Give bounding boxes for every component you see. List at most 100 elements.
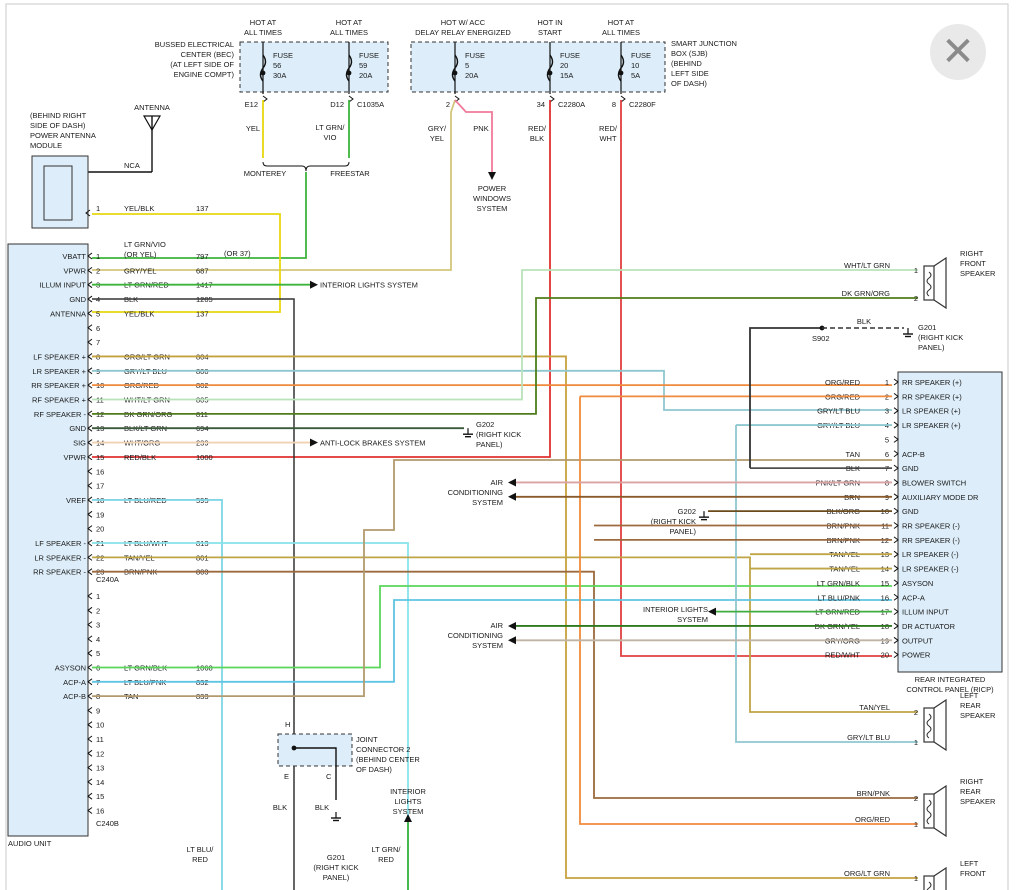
audio-a-pin-mark-20 — [87, 525, 93, 533]
audio-a-name-11: RF SPEAKER + — [32, 396, 87, 405]
audio-a-pin-mark-6 — [87, 324, 93, 332]
audio-a-pin-mark-13 — [87, 424, 93, 432]
ricp-pin-mark-3 — [893, 407, 899, 415]
audio-a-name-2: VPWR — [64, 266, 87, 275]
audio-a-pin-mark-5 — [87, 310, 93, 317]
fuse-connector-4: C2280F — [629, 100, 656, 109]
audio-a-wire-15: RED/BLK — [124, 453, 156, 462]
fuse-element-1 — [345, 54, 353, 82]
audio-a-pin-mark-10 — [87, 381, 93, 389]
audio-b-pin-mark-12 — [87, 749, 93, 757]
wire-lr-speaker-plus — [92, 369, 892, 411]
label-freestar: FREESTAR — [330, 169, 370, 178]
wire-vbatt — [92, 172, 307, 259]
audio-b-pin-mark-7 — [87, 678, 93, 686]
fuse-pin-mark-1 — [348, 95, 354, 103]
fuse-dot-4 — [618, 70, 624, 76]
wire-rf-speaker-plus — [92, 269, 918, 401]
wire-vpwr-acc — [92, 99, 456, 271]
ricp-wire-16: LT BLU/PNK — [818, 593, 860, 602]
ricp-name-18: DR ACTUATOR — [902, 622, 956, 631]
audio-b-pin-mark-15 — [87, 792, 93, 800]
audio-a-name-3: ILLUM INPUT — [39, 281, 86, 290]
wire-antenna-yel-blk — [92, 213, 281, 313]
wire-pnk-windows — [454, 99, 493, 172]
ricp-pin-mark-4 — [893, 421, 899, 429]
audio-b-pin-mark-9 — [87, 707, 93, 714]
ricp-pin-15: 15 — [881, 579, 889, 588]
audio-a-pin-6: 6 — [96, 324, 100, 333]
ricp-name-2: RR SPEAKER (+) — [902, 392, 962, 401]
speaker-rr-coil — [926, 799, 932, 825]
label-blk-s902: BLK — [857, 317, 871, 326]
speaker-lf-coil — [926, 881, 932, 890]
speaker-rr-magnet — [923, 793, 935, 829]
ricp-pin-16: 16 — [881, 593, 889, 602]
ricp-name-11: RR SPEAKER (-) — [902, 522, 960, 531]
audio-a-name-5: ANTENNA — [50, 309, 86, 318]
audio-b-pin-mark-11 — [87, 735, 93, 743]
audio-unit-box — [7, 243, 89, 837]
speaker-lr-wire-0: TAN/YEL — [859, 703, 890, 712]
audio-a-pin-20: 20 — [96, 525, 104, 534]
audio-b-pin-mark-4 — [87, 635, 93, 643]
audio-b-pin-mark-8 — [87, 692, 93, 700]
ricp-name-4: LR SPEAKER (+) — [902, 421, 961, 430]
label-blk-e: BLK — [273, 803, 287, 812]
label-nca: NCA — [124, 161, 140, 170]
ricp-pin-3: 3 — [885, 407, 889, 416]
audio-a-pin-2: 2 — [96, 266, 100, 275]
audio-b-pin-mark-13 — [87, 764, 93, 771]
audio-a-name-12: RF SPEAKER - — [34, 410, 87, 419]
close-icon[interactable]: ✕ — [941, 29, 975, 75]
close-button[interactable]: ✕ — [930, 24, 986, 80]
audio-b-pin-1: 1 — [96, 592, 100, 601]
arrow-interior-lights — [310, 280, 318, 289]
arrow-interior-lights-2 — [708, 607, 716, 616]
audio-a-name-18: VREF — [66, 496, 86, 505]
speaker-rf-pin-0: 1 — [914, 266, 918, 275]
audio-a-pin-17: 17 — [96, 482, 104, 491]
audio-a-name-1: VBATT — [62, 252, 86, 261]
audio-a-pin-16: 16 — [96, 467, 104, 476]
ricp-name-14: LR SPEAKER (-) — [902, 565, 959, 574]
arrow-power-windows — [488, 172, 496, 180]
ricp-pin-mark-7 — [893, 464, 899, 472]
wire-rf-speaker-minus — [92, 297, 918, 415]
label-c240b: C240B — [96, 819, 119, 828]
ricp-name-8: BLOWER SWITCH — [902, 478, 966, 487]
ricp-pin-mark-1 — [893, 378, 899, 386]
audio-a-name-21: LF SPEAKER - — [35, 539, 86, 548]
ricp-pin-mark-12 — [893, 536, 899, 544]
ricp-wire-1: ORG/RED — [825, 378, 861, 387]
audio-b-pin-13: 13 — [96, 764, 104, 773]
audio-b-pin-12: 12 — [96, 749, 104, 758]
label-antilock: ANTI-LOCK BRAKES SYSTEM — [320, 439, 425, 448]
audio-a-name-8: LF SPEAKER + — [33, 352, 86, 361]
audio-a-pin-mark-19 — [87, 510, 93, 518]
ricp-pin-mark-13 — [893, 550, 899, 558]
speaker-rf-coil — [926, 271, 932, 297]
audio-a-pin-mark-2 — [87, 266, 93, 274]
audio-b-pin-15: 15 — [96, 792, 104, 801]
ricp-pin-mark-6 — [893, 450, 899, 458]
fuse-connector-3: C2280A — [558, 100, 585, 109]
audio-b-pin-3: 3 — [96, 621, 100, 630]
audio-a-circuit-1: 797 — [196, 252, 209, 261]
speaker-lr-magnet — [923, 707, 935, 743]
label-blk-c: BLK — [315, 803, 329, 812]
audio-a-wire-2: GRY/YEL — [124, 266, 156, 275]
ricp-pin-mark-17 — [893, 608, 899, 615]
